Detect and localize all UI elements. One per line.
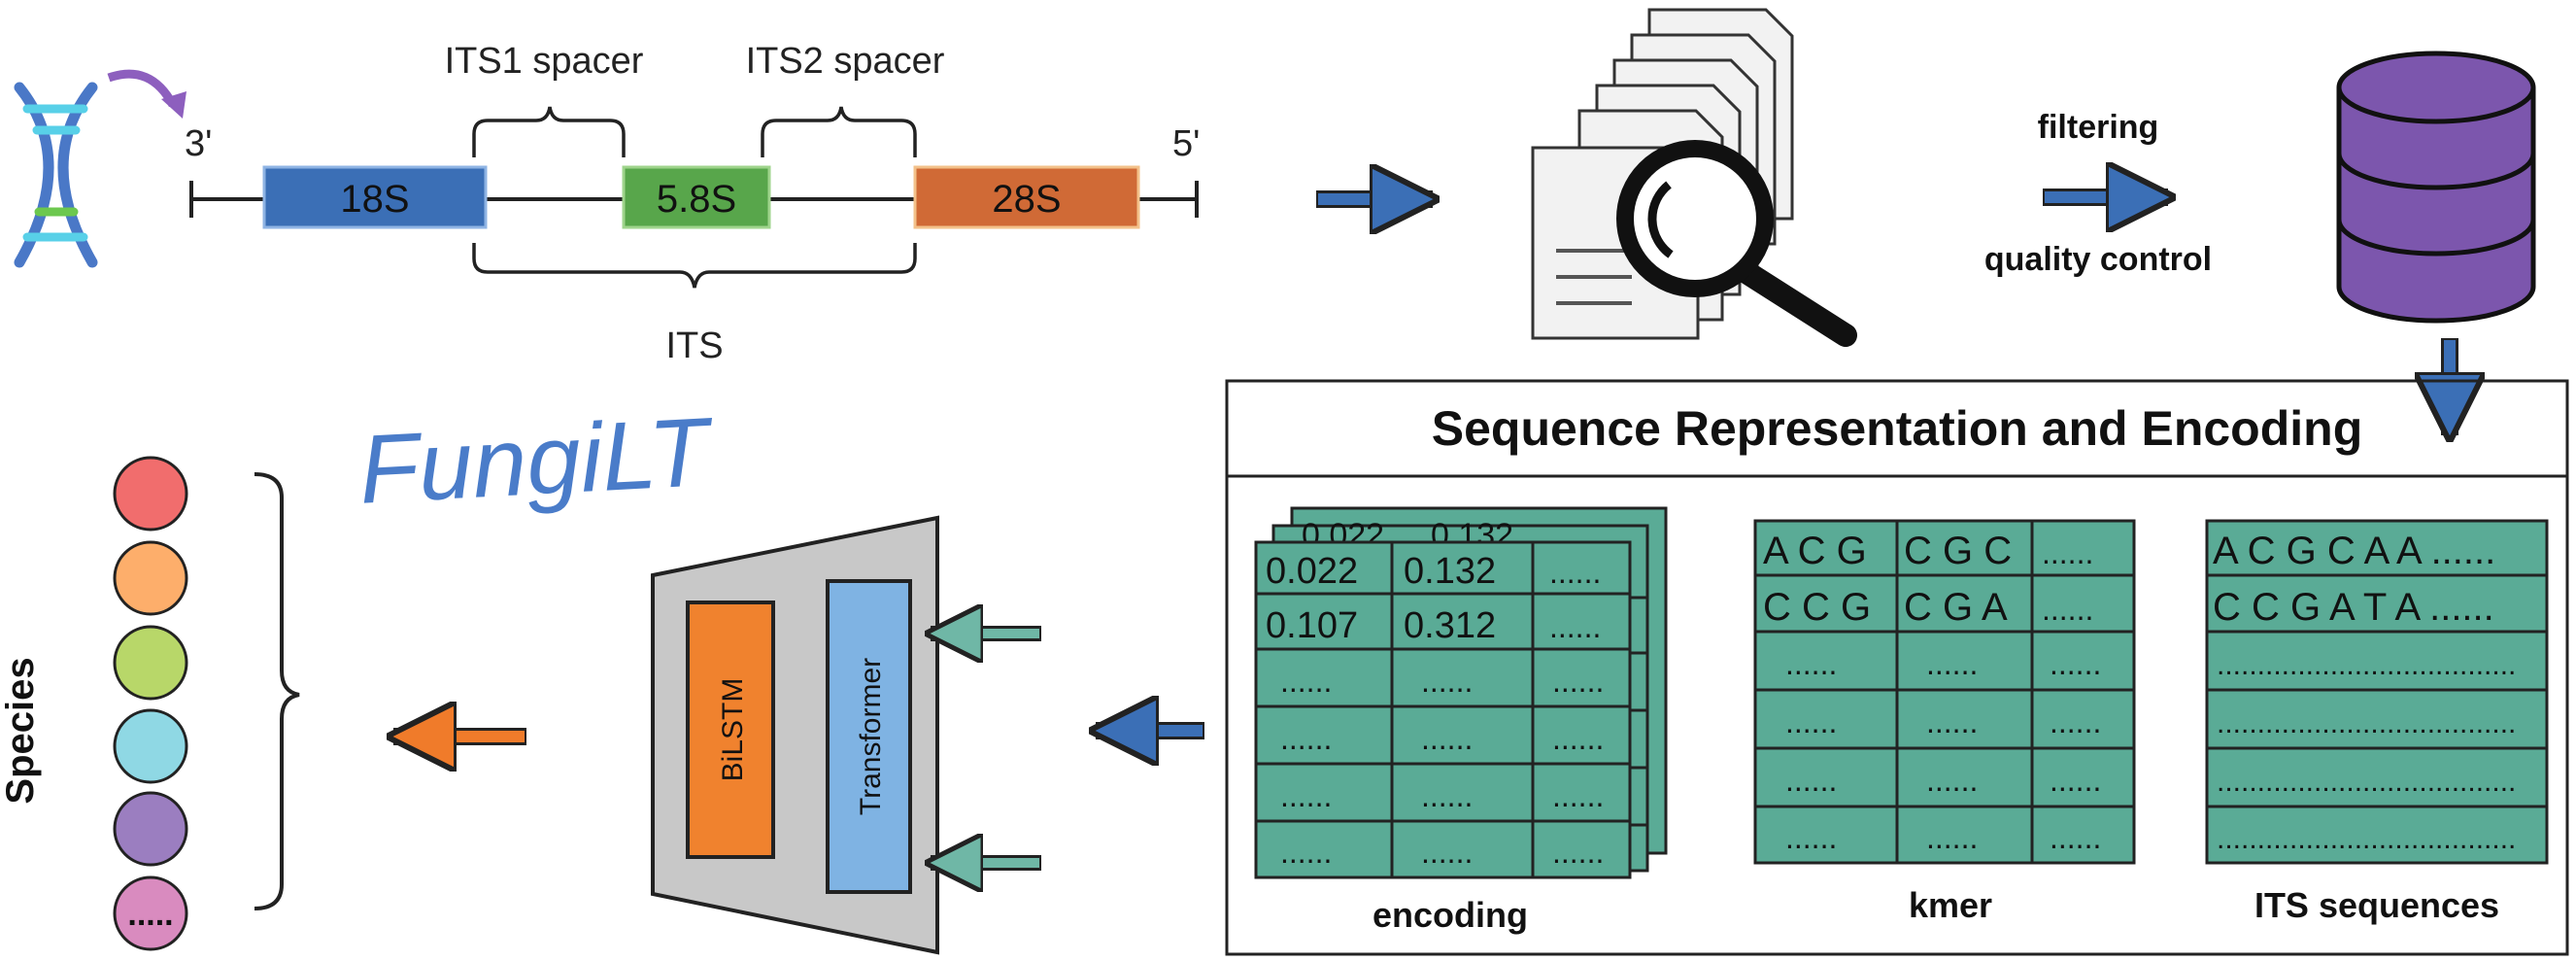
svg-text:......: ...... <box>1926 820 1978 855</box>
svg-text:......: ...... <box>1280 778 1332 813</box>
kmer-cell: C C G <box>1763 586 1871 629</box>
svg-text:......: ...... <box>1926 646 1978 681</box>
species-circle <box>113 540 188 616</box>
svg-text:..............................: ..................................... <box>2217 707 2516 739</box>
species-circle <box>113 791 188 867</box>
kmer-cell: ...... <box>2042 592 2093 627</box>
fungilt-logo: FungiLT <box>356 397 717 525</box>
svg-text:......: ...... <box>1552 664 1604 699</box>
transformer-label: Transformer <box>855 658 887 815</box>
its-brace <box>472 243 917 289</box>
its-sequences-table: A C G C A A ...... C C G A T A ...... ..… <box>2205 519 2549 865</box>
svg-text:......: ...... <box>2050 646 2101 681</box>
species-more: ..... <box>127 896 173 933</box>
encoding-cell: ...... <box>1549 555 1601 590</box>
encoding-table-stack: 0.022 0.132 0.022 0.132 ...... 0.107 0.3… <box>1254 506 1668 879</box>
its1-brace <box>472 106 626 157</box>
block-28s-label: 28S <box>992 178 1061 221</box>
svg-text:......: ...... <box>1280 664 1332 699</box>
block-58s-label: 5.8S <box>657 178 736 221</box>
encoding-panel-title: Sequence Representation and Encoding <box>1432 401 2363 456</box>
its2-brace <box>761 106 917 157</box>
database-icon <box>2336 51 2536 324</box>
bilstm-label: BiLSTM <box>717 678 749 782</box>
svg-text:......: ...... <box>1421 835 1473 870</box>
svg-text:......: ...... <box>1280 721 1332 756</box>
svg-text:......: ...... <box>1421 664 1473 699</box>
document-search-icon <box>1531 8 1857 347</box>
its-sequences-label: ITS sequences <box>2254 885 2499 925</box>
kmer-cell: C G C <box>1904 530 2012 572</box>
species-label: Species <box>0 657 42 804</box>
kmer-label: kmer <box>1909 885 1992 925</box>
encoding-cell: ...... <box>1549 609 1601 644</box>
svg-text:......: ...... <box>2050 763 2101 798</box>
svg-text:......: ...... <box>1421 721 1473 756</box>
gene-map: 3' 5' 18S 5.8S 28S ITS1 spacer ITS2 spac… <box>185 41 1200 366</box>
species-circle <box>113 875 188 951</box>
svg-text:......: ...... <box>1421 778 1473 813</box>
dna-icon <box>14 82 98 268</box>
svg-text:......: ...... <box>2050 820 2101 855</box>
encoding-cell: 0.107 <box>1266 605 1358 646</box>
svg-text:......: ...... <box>1552 721 1604 756</box>
encoding-cell: 0.022 <box>1266 551 1358 592</box>
block-58s <box>622 165 771 229</box>
kmer-cell: A C G <box>1763 530 1867 572</box>
svg-text:......: ...... <box>1785 820 1837 855</box>
block-18s-label: 18S <box>340 178 409 221</box>
encoding-cell: 0.312 <box>1404 605 1496 646</box>
its2-label: ITS2 spacer <box>746 41 945 82</box>
svg-text:..............................: ..................................... <box>2217 766 2516 798</box>
its-seq-row: C C G A T A ...... <box>2213 586 2494 629</box>
three-prime-label: 3' <box>185 123 212 164</box>
kmer-cell: ...... <box>2042 535 2093 570</box>
kmer-cell: C G A <box>1904 586 2008 629</box>
its1-label: ITS1 spacer <box>445 41 644 82</box>
species-circle <box>113 625 188 701</box>
svg-text:......: ...... <box>1926 763 1978 798</box>
svg-text:......: ...... <box>1785 704 1837 739</box>
transformer-block <box>826 579 912 894</box>
model-block: BiLSTM Transformer <box>651 515 939 955</box>
block-28s <box>913 165 1140 229</box>
svg-text:......: ...... <box>1552 835 1604 870</box>
its-seq-row: A C G C A A ...... <box>2213 530 2495 572</box>
species-circles <box>113 456 188 951</box>
svg-text:..............................: ..................................... <box>2217 649 2516 681</box>
svg-text:......: ...... <box>1926 704 1978 739</box>
its-label: ITS <box>665 326 723 366</box>
species-circle <box>113 456 188 532</box>
encoding-label: encoding <box>1373 895 1528 935</box>
svg-text:......: ...... <box>1280 835 1332 870</box>
curved-arrow-head <box>161 91 186 119</box>
five-prime-label: 5' <box>1172 123 1200 164</box>
svg-text:......: ...... <box>1785 763 1837 798</box>
block-18s <box>262 165 488 229</box>
svg-text:..............................: ..................................... <box>2217 823 2516 855</box>
svg-text:......: ...... <box>1785 646 1837 681</box>
species-circle <box>113 708 188 784</box>
quality-control-label: quality control <box>1984 241 2212 278</box>
kmer-table: A C G C G C ...... C C G C G A ...... ..… <box>1753 519 2136 865</box>
bilstm-block <box>686 601 775 859</box>
svg-text:......: ...... <box>2050 704 2101 739</box>
svg-text:......: ...... <box>1552 778 1604 813</box>
filtering-label: filtering <box>2038 109 2159 146</box>
encoding-cell: 0.132 <box>1404 551 1496 592</box>
species-brace <box>254 472 300 910</box>
